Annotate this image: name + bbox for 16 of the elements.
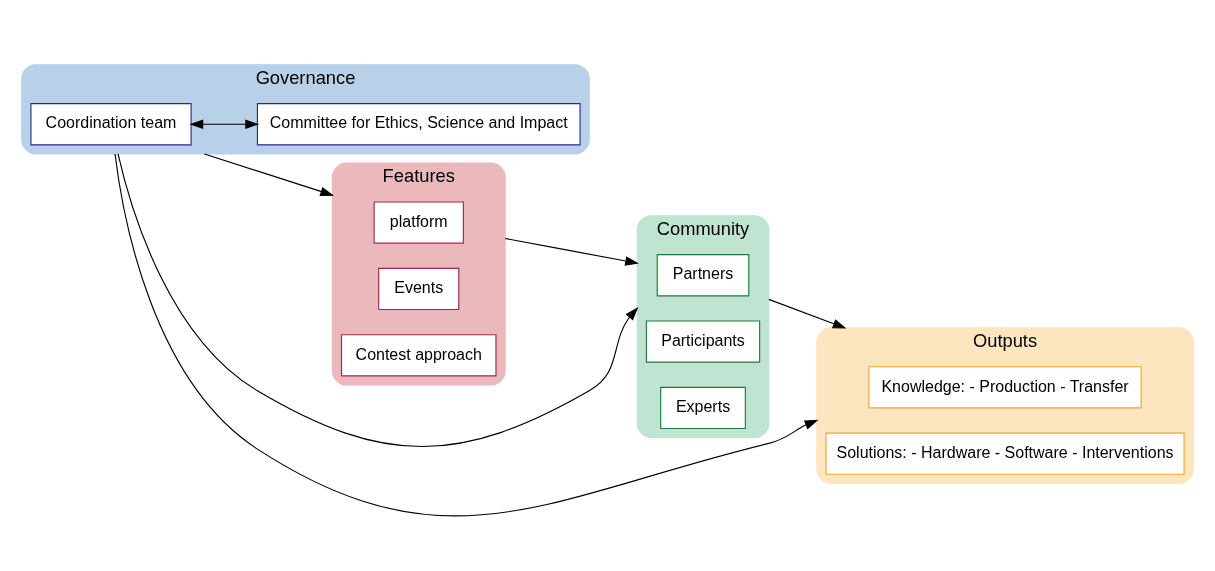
node-box: Knowledge: - Production - Transfer: [868, 365, 1142, 408]
arrow: [189, 118, 260, 129]
node-box: Coordination team: [30, 102, 192, 145]
node-box: Events: [378, 267, 460, 310]
node-box: Committee for Ethics, Science and Impact: [256, 102, 581, 145]
node-box: Participants: [645, 319, 761, 363]
arrow: [504, 237, 639, 266]
node-box: platform: [373, 200, 464, 244]
arrow: [117, 152, 639, 447]
node-box: Experts: [660, 386, 746, 429]
arrow: [114, 152, 819, 516]
arrow: [768, 298, 847, 328]
node-box: Contest approach: [340, 333, 497, 376]
arrow: [203, 152, 334, 196]
node-box: Solutions: - Hardware - Software - Interventions: [825, 432, 1185, 475]
node-box: Partners: [656, 253, 750, 296]
